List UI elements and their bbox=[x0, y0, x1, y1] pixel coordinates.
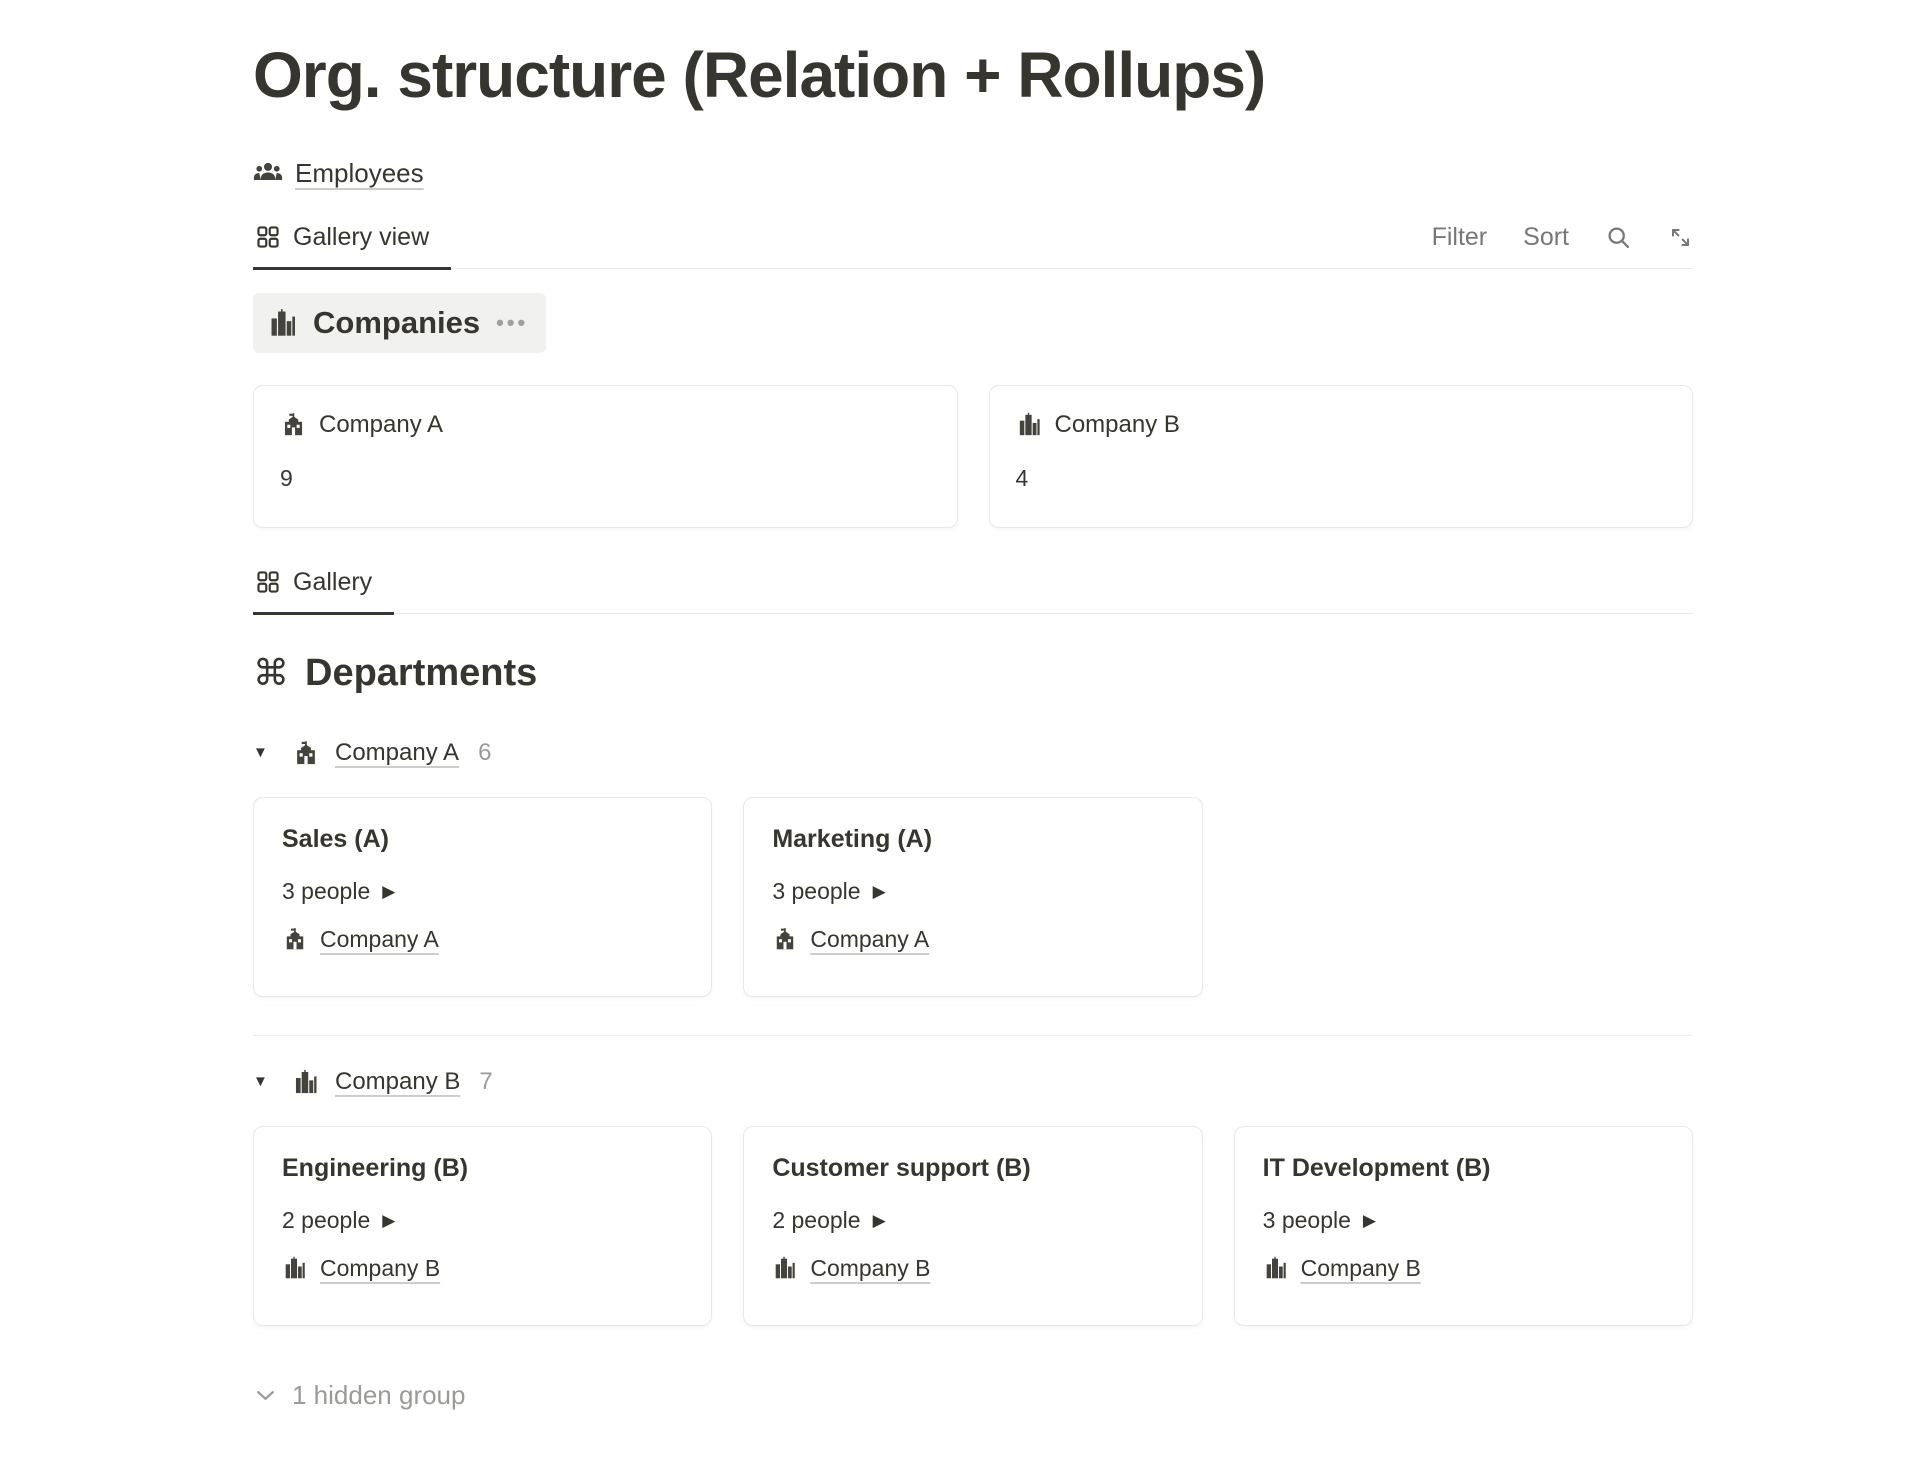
filter-button[interactable]: Filter bbox=[1431, 222, 1488, 251]
page-title: Org. structure (Relation + Rollups) bbox=[253, 39, 1266, 111]
department-card-title: IT Development (B) bbox=[1262, 1153, 1491, 1182]
companies-card-grid: Company A 9 Company B 4 bbox=[253, 384, 1693, 528]
card-title-row: Company B bbox=[1016, 411, 1667, 439]
expand-triangle-icon[interactable]: ▶ bbox=[872, 881, 886, 901]
company-card-a[interactable]: Company A 9 bbox=[253, 384, 958, 528]
company-card-name: Company A bbox=[319, 410, 444, 438]
expand-triangle-icon[interactable]: ▶ bbox=[872, 1210, 886, 1230]
people-rollup: 2 people ▶ bbox=[282, 1207, 683, 1234]
company-card-count: 9 bbox=[280, 464, 293, 491]
collapse-triangle-icon[interactable]: ▼ bbox=[253, 744, 268, 762]
company-relation: Company B bbox=[1263, 1255, 1664, 1282]
company-card-count: 4 bbox=[1015, 464, 1029, 491]
people-count: 2 people bbox=[282, 1206, 371, 1233]
city-buildings-icon bbox=[267, 307, 299, 339]
school-building-icon bbox=[282, 926, 308, 952]
people-count: 2 people bbox=[772, 1206, 861, 1233]
people-group-icon bbox=[253, 158, 283, 188]
group-company-link[interactable]: Company A bbox=[335, 738, 460, 766]
company-relation-link[interactable]: Company B bbox=[1300, 1254, 1421, 1281]
department-card-title: Customer support (B) bbox=[772, 1153, 1031, 1182]
people-rollup: 3 people ▶ bbox=[1263, 1207, 1664, 1234]
department-card-it-development-b[interactable]: IT Development (B) 3 people ▶ Company B bbox=[1233, 1125, 1693, 1326]
departments-section-title: ⌘ Departments bbox=[253, 652, 1693, 695]
toolbar-controls: Filter Sort bbox=[1432, 223, 1693, 268]
companies-section-title[interactable]: Companies ••• bbox=[253, 292, 547, 353]
company-relation-link[interactable]: Company A bbox=[320, 925, 439, 952]
departments-title-label: Departments bbox=[305, 651, 538, 694]
city-buildings-icon bbox=[1016, 411, 1043, 438]
chevron-down-icon bbox=[253, 1383, 278, 1408]
expand-triangle-icon[interactable]: ▶ bbox=[1362, 1210, 1376, 1230]
sort-button[interactable]: Sort bbox=[1523, 222, 1569, 251]
department-card-title: Sales (A) bbox=[282, 824, 389, 853]
school-building-icon bbox=[772, 926, 798, 952]
company-relation-link[interactable]: Company B bbox=[810, 1254, 931, 1281]
departments-card-grid-a: Sales (A) 3 people ▶ Company A Marketing… bbox=[253, 796, 1693, 997]
tab-gallery[interactable]: Gallery bbox=[253, 567, 395, 615]
more-options-icon[interactable]: ••• bbox=[496, 309, 529, 335]
company-relation-link[interactable]: Company A bbox=[810, 925, 930, 952]
hidden-group-label: 1 hidden group bbox=[292, 1379, 466, 1410]
city-buildings-icon bbox=[1263, 1255, 1289, 1281]
people-count: 3 people bbox=[1262, 1206, 1351, 1233]
company-card-b[interactable]: Company B 4 bbox=[988, 384, 1693, 528]
companies-title-label: Companies bbox=[313, 304, 481, 340]
expand-triangle-icon[interactable]: ▶ bbox=[382, 881, 396, 901]
department-card-engineering-b[interactable]: Engineering (B) 2 people ▶ Company B bbox=[253, 1125, 713, 1326]
notion-page: Org. structure (Relation + Rollups) Empl… bbox=[253, 0, 1693, 1411]
department-card-marketing-a[interactable]: Marketing (A) 3 people ▶ Company A bbox=[743, 796, 1203, 997]
company-relation: Company B bbox=[772, 1255, 1173, 1282]
tab-gallery-view[interactable]: Gallery view bbox=[253, 222, 452, 270]
card-title-row: Company A bbox=[280, 411, 931, 439]
group-count: 6 bbox=[478, 738, 492, 766]
companies-section: Companies ••• Company A 9 Company B 4 bbox=[253, 269, 1693, 528]
hidden-group-toggle[interactable]: 1 hidden group bbox=[253, 1380, 1693, 1411]
group-header-company-a: ▼ Company A 6 bbox=[253, 739, 1693, 767]
expand-icon[interactable] bbox=[1668, 225, 1693, 250]
school-building-icon bbox=[292, 739, 320, 767]
school-building-icon bbox=[280, 411, 307, 438]
employees-link[interactable]: Employees bbox=[295, 157, 424, 188]
view-toolbar: Gallery view Filter Sort bbox=[253, 222, 1693, 270]
empty-grid-cell bbox=[1234, 797, 1693, 997]
group-company-link[interactable]: Company B bbox=[335, 1067, 461, 1095]
company-relation: Company B bbox=[282, 1255, 683, 1282]
command-icon: ⌘ bbox=[253, 652, 289, 694]
tab-gallery-label: Gallery bbox=[293, 567, 373, 596]
breadcrumb: Employees bbox=[253, 158, 1693, 189]
company-relation-link[interactable]: Company B bbox=[320, 1254, 441, 1281]
people-rollup: 2 people ▶ bbox=[772, 1207, 1173, 1234]
gallery-toolbar: Gallery bbox=[253, 567, 1693, 615]
department-card-title: Marketing (A) bbox=[772, 824, 933, 853]
department-card-title: Engineering (B) bbox=[282, 1153, 469, 1182]
tab-gallery-view-label: Gallery view bbox=[293, 222, 430, 251]
company-relation: Company A bbox=[772, 926, 1173, 953]
gallery-grid-icon bbox=[255, 569, 281, 595]
city-buildings-icon bbox=[282, 1255, 308, 1281]
department-card-customer-support-b[interactable]: Customer support (B) 2 people ▶ Company … bbox=[743, 1125, 1203, 1326]
gallery-grid-icon bbox=[255, 224, 281, 250]
collapse-triangle-icon[interactable]: ▼ bbox=[253, 1073, 268, 1091]
group-divider bbox=[253, 1034, 1693, 1036]
people-rollup: 3 people ▶ bbox=[772, 878, 1173, 905]
city-buildings-icon bbox=[772, 1255, 798, 1281]
people-count: 3 people bbox=[772, 877, 861, 904]
company-card-name: Company B bbox=[1054, 410, 1180, 438]
expand-triangle-icon[interactable]: ▶ bbox=[382, 1210, 396, 1230]
group-count: 7 bbox=[479, 1067, 493, 1095]
search-icon[interactable] bbox=[1605, 224, 1632, 251]
people-count: 3 people bbox=[282, 877, 371, 904]
people-rollup: 3 people ▶ bbox=[282, 878, 683, 905]
department-card-sales-a[interactable]: Sales (A) 3 people ▶ Company A bbox=[253, 796, 713, 997]
departments-card-grid-b: Engineering (B) 2 people ▶ Company B Cus… bbox=[253, 1125, 1693, 1326]
group-header-company-b: ▼ Company B 7 bbox=[253, 1068, 1693, 1096]
company-relation: Company A bbox=[282, 926, 683, 953]
city-buildings-icon bbox=[292, 1068, 320, 1096]
